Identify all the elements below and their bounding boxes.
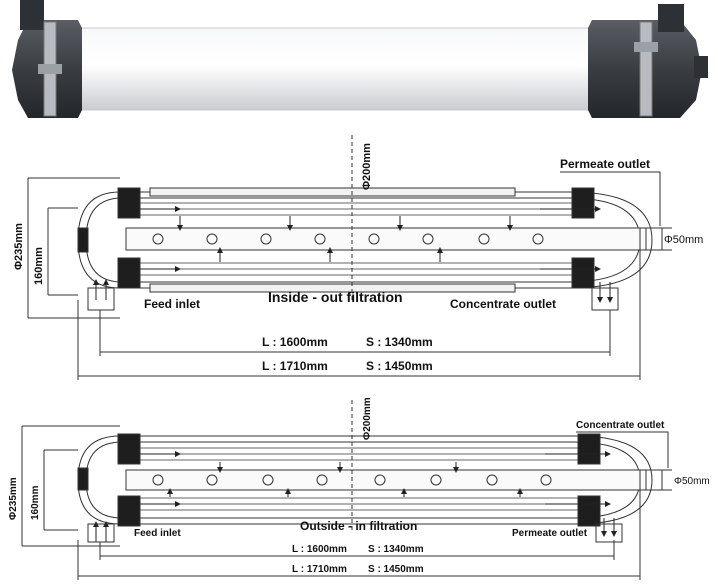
bottom-outer-label: Φ235mm (8, 477, 19, 520)
center-pipe-2 (125, 469, 647, 491)
potting-left-top (117, 187, 141, 219)
feed-block-2 (77, 467, 89, 491)
lower-shell (149, 283, 516, 293)
bottom-feed-label: Feed inlet (134, 528, 181, 539)
diagram-outside-in (21, 400, 672, 580)
tube-body (69, 27, 591, 111)
right-clamp-bolt (634, 42, 658, 52)
upper-shell (149, 187, 516, 197)
fiber-bundle-upper (140, 202, 580, 216)
top-dim1-L: L : 1600mm (262, 335, 328, 349)
feed-nozzle (87, 287, 115, 311)
potting-right-top-2 (577, 433, 601, 465)
feed-nozzle-2 (87, 523, 115, 543)
feed-block (77, 227, 89, 253)
fiber-bundle-lower (140, 262, 580, 276)
potting-right-bottom (571, 257, 595, 289)
bottom-title: Outside - in filtration (300, 519, 417, 533)
pipe-holes-2 (152, 474, 552, 486)
flow-arrows-2 (93, 451, 617, 542)
bottom-dim1-S: S : 1340mm (368, 544, 424, 555)
bottom-dim1-L: L : 1600mm (292, 544, 347, 555)
permeate-nozzle-2 (595, 523, 623, 543)
top-diameter-label: Φ200mm (361, 143, 373, 190)
top-outer-label: Φ235mm (13, 223, 25, 270)
product-photo (12, 0, 708, 118)
bottom-dim2-S: S : 1450mm (368, 564, 424, 575)
top-height-label: 160mm (33, 247, 45, 285)
top-port-label: Φ50mm (664, 234, 703, 246)
bottom-labels: Outside - in filtration Φ200mm Φ235mm 16… (8, 397, 710, 575)
right-port (658, 4, 684, 32)
top-dim2-S: S : 1450mm (366, 359, 433, 373)
bottom-height-label: 160mm (30, 485, 41, 520)
side-port (694, 56, 708, 78)
potting-right-bottom-2 (577, 495, 601, 527)
potting-right-top (571, 187, 595, 219)
housing-outline (77, 191, 653, 289)
outlet-leader (560, 171, 661, 226)
left-clamp-bolt (38, 64, 62, 74)
diagram-inside-out (27, 135, 672, 380)
top-dim2-L: L : 1710mm (262, 359, 328, 373)
outlet-leader-2 (576, 431, 669, 468)
housing-inner-outline-2 (85, 441, 641, 519)
top-feed-label: Feed inlet (144, 297, 200, 311)
bottom-permeate-label: Permeate outlet (512, 528, 588, 539)
right-clamp (639, 21, 653, 117)
concentrate-nozzle (591, 287, 619, 311)
pipe-holes (152, 233, 544, 245)
center-pipe (125, 227, 647, 251)
bottom-dim2-L: L : 1710mm (292, 564, 347, 575)
potting-left-top-2 (117, 433, 141, 465)
flow-arrows (93, 206, 613, 303)
potting-left-bottom (117, 257, 141, 289)
bottom-outlet-label: Concentrate outlet (576, 420, 665, 431)
top-dim1-S: S : 1340mm (366, 335, 433, 349)
potting-left-bottom-2 (117, 495, 141, 527)
top-labels: Inside - out filtration Φ200mm Φ235mm 16… (13, 143, 703, 373)
top-title: Inside - out filtration (268, 289, 403, 305)
fiber-bundle-lower-2 (140, 497, 590, 511)
fiber-bundle-upper-2 (140, 447, 590, 461)
bottom-diameter-label: Φ200mm (362, 397, 373, 440)
bottom-port-label: Φ50mm (674, 476, 710, 487)
top-outlet-label: Permeate outlet (560, 157, 650, 171)
left-port (20, 0, 44, 30)
top-conc-label: Concentrate outlet (450, 297, 556, 311)
